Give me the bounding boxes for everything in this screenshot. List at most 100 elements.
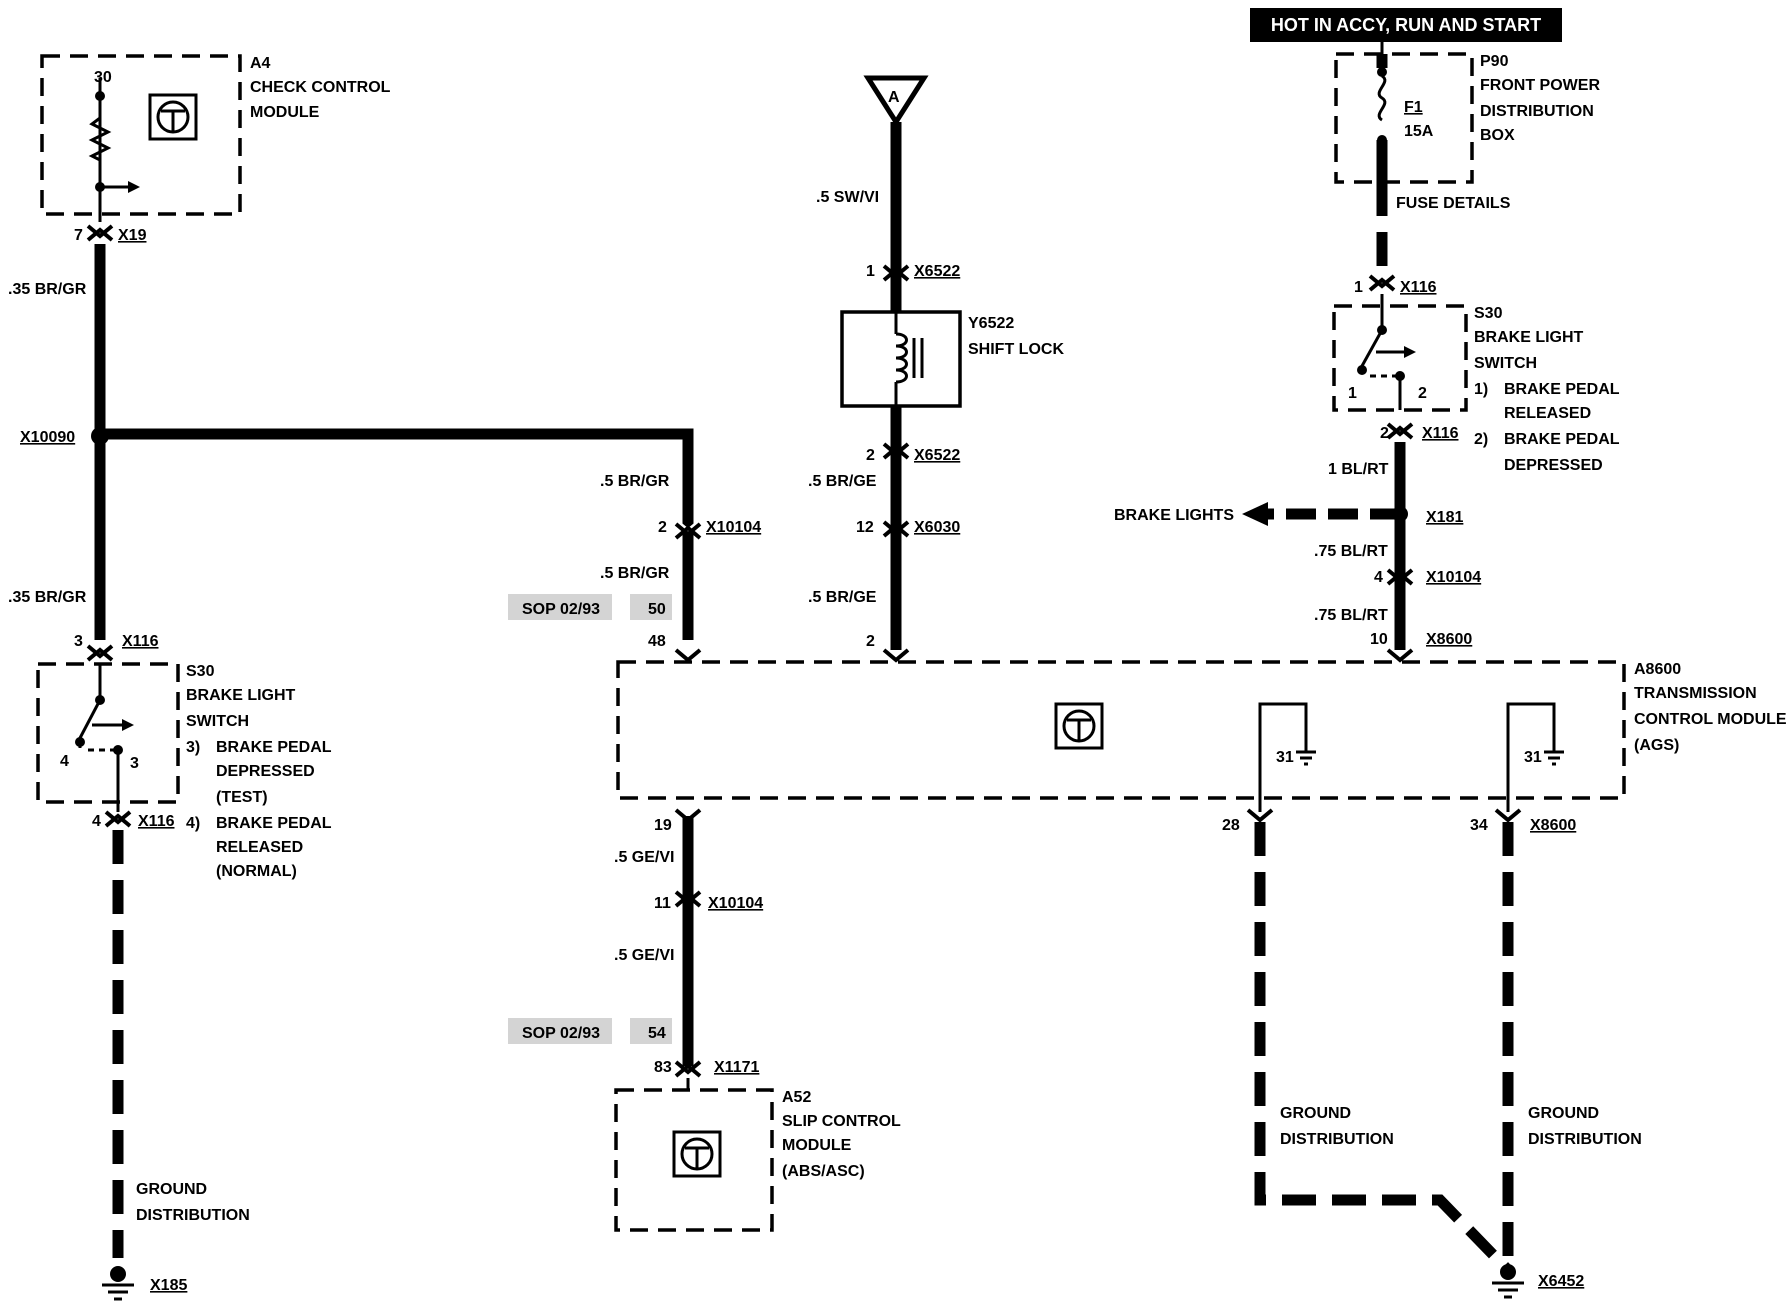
left-s30-state4-a: BRAKE PEDAL [216, 815, 332, 832]
x19-label: X19 [118, 227, 147, 244]
p90-line2: DISTRIBUTION [1480, 103, 1594, 120]
x1171-label: X1171 [714, 1059, 759, 1076]
x116-left-bottom: 4 X116 [92, 802, 175, 830]
check-control-module: 30 A4 CHECK CONTROL MODULE [40, 54, 391, 222]
transmission-control-module: 31 31 [616, 660, 1626, 812]
a8600-gnd-pin-1: 31 [1276, 749, 1294, 766]
x8600-top-label: X8600 [1426, 631, 1472, 648]
ground-symbol-x185 [102, 1266, 134, 1301]
left-s30-state4-num: 4) [186, 815, 200, 832]
x116-right-bottom-label: X116 [1422, 425, 1459, 442]
module-icon [672, 1130, 722, 1178]
x10104-lower-connector: 11 X10104 [654, 890, 763, 912]
connector-a-label: A [888, 89, 900, 106]
x6522-bottom: 2 X6522 [866, 442, 960, 464]
module-icon [148, 93, 198, 141]
right-s30-term2: 2 [1418, 385, 1427, 402]
x10104-lower-label: X10104 [708, 895, 763, 912]
a52-line2: MODULE [782, 1137, 852, 1154]
ground-dist-left-a: GROUND [136, 1181, 207, 1198]
sop-label-lower: SOP 02/93 [522, 1025, 600, 1042]
ground-dist-right-a: GROUND [1528, 1105, 1599, 1122]
fuse-details: FUSE DETAILS [1396, 195, 1511, 212]
ground-wire-pin28 [1254, 822, 1510, 1272]
ground-dist-left-b: DISTRIBUTION [136, 1207, 250, 1224]
a4-line1: CHECK CONTROL [250, 79, 391, 96]
left-s30-state4-c: (NORMAL) [216, 863, 297, 880]
x8600-pin-10: 10 [1370, 631, 1388, 648]
brake-lights-label: BRAKE LIGHTS [1114, 507, 1234, 524]
a8600-pin-34: 34 [1470, 817, 1488, 834]
x8600-bottom-label: X8600 [1530, 817, 1576, 834]
fuse-id: F1 [1404, 99, 1423, 116]
x6522-top: 1 X6522 [866, 263, 960, 282]
a52-line1: SLIP CONTROL [782, 1113, 901, 1130]
sop-label-upper: SOP 02/93 [522, 601, 600, 618]
left-s30-term4: 4 [60, 753, 69, 770]
wire-label-w3: .5 BR/GR [600, 473, 670, 490]
a4-pin-30: 30 [94, 69, 112, 86]
brake-light-switch-right: 1 2 [1332, 294, 1468, 412]
ground-symbol-x6452 [1492, 1264, 1524, 1299]
a52-line3: (ABS/ASC) [782, 1163, 865, 1180]
right-s30-state1-num: 1) [1474, 381, 1488, 398]
x116-right-top-pin: 1 [1354, 279, 1363, 296]
front-power-distribution-box [1334, 42, 1474, 184]
sop-note-upper: SOP 02/93 50 [508, 594, 672, 620]
right-s30-state1-a: BRAKE PEDAL [1504, 381, 1620, 398]
a8600-line3: (AGS) [1634, 737, 1679, 754]
x181-label: X181 [1426, 509, 1463, 526]
x116-left-top: 3 X116 [74, 633, 159, 662]
x6452-label: X6452 [1538, 1273, 1584, 1290]
wire-label-w12: .5 GE/VI [614, 947, 674, 964]
p90-line3: BOX [1480, 127, 1515, 144]
right-s30-term1: 1 [1348, 385, 1357, 402]
wire-label-w10: .75 BL/RT [1314, 607, 1388, 624]
x116-right-top-label: X116 [1400, 279, 1437, 296]
a8600-pin-19: 19 [654, 817, 672, 834]
sop-note-lower: SOP 02/93 54 [508, 1018, 672, 1044]
x1171-pin: 83 [654, 1059, 672, 1076]
module-icon [1054, 702, 1104, 750]
y6522-id: Y6522 [968, 315, 1014, 332]
p90-line1: FRONT POWER [1480, 77, 1600, 94]
wire-label-w8: 1 BL/RT [1328, 461, 1389, 478]
left-s30-state3-num: 3) [186, 739, 200, 756]
x185-label: X185 [150, 1277, 187, 1294]
x116-left-top-label: X116 [122, 633, 159, 650]
wire-label-w7: .5 BR/GE [808, 589, 877, 606]
x10104-mid-connector: 2 X10104 [658, 519, 761, 540]
x10090-label: X10090 [20, 429, 75, 446]
x10104-lower-pin: 11 [654, 895, 671, 912]
right-s30-state2-a: BRAKE PEDAL [1504, 431, 1620, 448]
x10104-right-label: X10104 [1426, 569, 1481, 586]
left-s30-state3-c: (TEST) [216, 789, 268, 806]
x116-left-bottom-label: X116 [138, 813, 175, 830]
x6522-top-label: X6522 [914, 263, 960, 280]
a8600-line2: CONTROL MODULE [1634, 711, 1787, 728]
x6522-pin-2: 2 [866, 447, 875, 464]
brake-lights-arrow [1242, 502, 1268, 526]
left-s30-state4-b: RELEASED [216, 839, 303, 856]
ground-dist-mid-a: GROUND [1280, 1105, 1351, 1122]
x116-right-bottom-pin: 2 [1380, 425, 1389, 442]
left-s30-id: S30 [186, 663, 215, 680]
a8600-id: A8600 [1634, 661, 1681, 678]
x6030-pin: 12 [856, 519, 874, 536]
shift-lock-solenoid [840, 310, 962, 408]
wire-label-w5: .5 SW/VI [816, 189, 879, 206]
a4-id: A4 [250, 55, 271, 72]
wire-label-w11: .5 GE/VI [614, 849, 674, 866]
banner-text: HOT IN ACCY, RUN AND START [1271, 15, 1541, 35]
left-s30-state3-a: BRAKE PEDAL [216, 739, 332, 756]
a8600-line1: TRANSMISSION [1634, 685, 1757, 702]
left-s30-line1: BRAKE LIGHT [186, 687, 296, 704]
ground-dist-mid-b: DISTRIBUTION [1280, 1131, 1394, 1148]
right-s30-state2-num: 2) [1474, 431, 1488, 448]
x116-right-bottom: 2 X116 [1380, 422, 1459, 442]
ground-dist-right-b: DISTRIBUTION [1528, 1131, 1642, 1148]
brake-light-switch-left: 4 3 [36, 662, 180, 804]
wire-label-w4: .5 BR/GR [600, 565, 670, 582]
a8600-gnd-pin-2: 31 [1524, 749, 1542, 766]
connector-a-symbol: A [863, 75, 929, 127]
